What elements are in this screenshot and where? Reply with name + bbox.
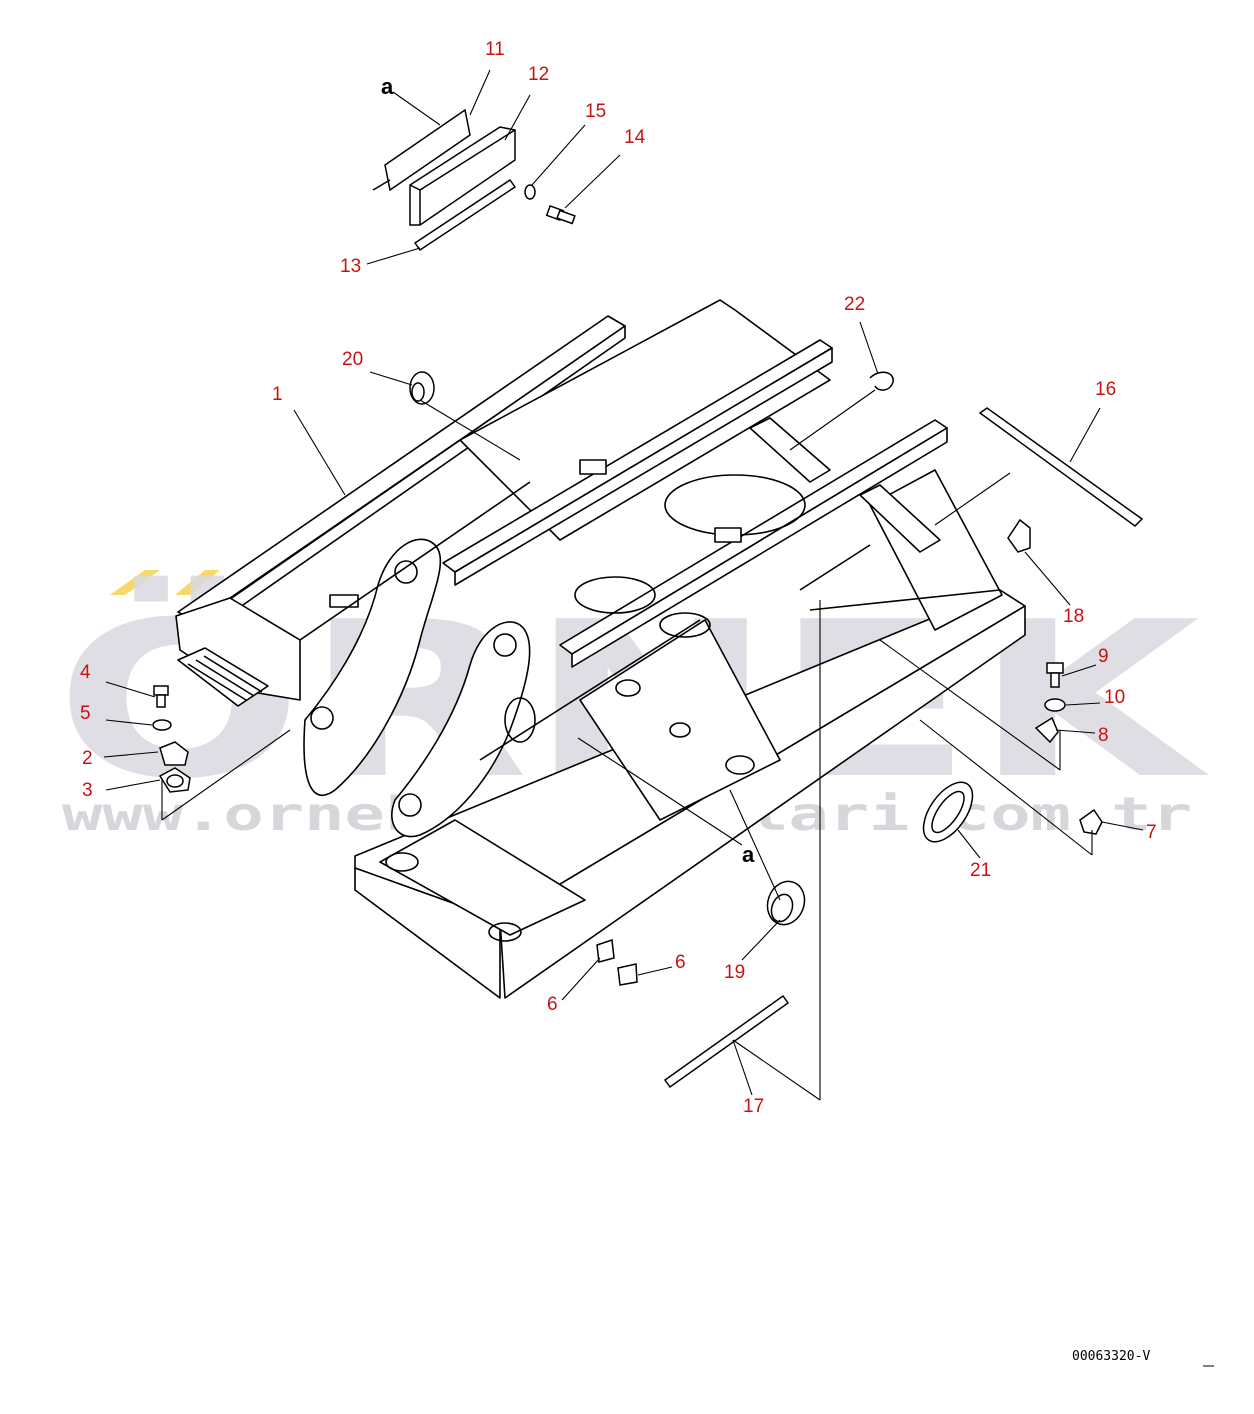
drawing-code: 00063320-V	[1072, 1349, 1150, 1364]
callout-1: 1	[272, 384, 283, 405]
part-6-stop	[596, 938, 615, 963]
callout-18: 18	[1063, 606, 1084, 627]
callout-12: 12	[528, 64, 549, 85]
part-13-strip	[413, 178, 517, 252]
callout-9: 9	[1098, 646, 1109, 667]
boom-mount-plate-right	[391, 621, 531, 838]
watermark-accent-mark	[110, 570, 160, 595]
main-frame	[175, 299, 1026, 999]
callout-2: 2	[82, 748, 93, 769]
part-15-washer	[524, 184, 536, 200]
center-deck	[459, 299, 831, 541]
callouts: 1 2 3 4 5 6 6 7 8 9 10 11 12 13 14 15 16…	[80, 39, 1157, 1117]
part-12-block	[409, 126, 516, 226]
frame-opening	[664, 474, 806, 536]
boom-pin-hole	[398, 793, 422, 817]
callout-20: 20	[342, 349, 363, 370]
callout-21: 21	[970, 860, 991, 881]
part-6-stop	[617, 963, 638, 986]
frame-opening	[574, 576, 656, 614]
front-member-side	[499, 605, 1026, 999]
part-18-cap	[1007, 518, 1031, 553]
part-7-cap	[1079, 808, 1103, 835]
boom-pin-hole	[310, 706, 334, 730]
part-5-washer	[152, 719, 172, 731]
callout-6-left: 6	[547, 994, 558, 1015]
callout-8: 8	[1098, 725, 1109, 746]
callout-17: 17	[743, 1096, 764, 1117]
callout-16: 16	[1095, 379, 1116, 400]
frame-opening	[504, 697, 536, 743]
callout-4: 4	[80, 662, 91, 683]
leader-lines	[103, 69, 1144, 1101]
part-4-bolt	[153, 685, 169, 708]
callout-14: 14	[624, 127, 646, 148]
callout-10: 10	[1104, 687, 1125, 708]
frame-opening	[659, 612, 711, 638]
callout-19: 19	[724, 962, 745, 983]
callout-13: 13	[340, 256, 361, 277]
part-10-washer	[1044, 698, 1066, 712]
callout-5: 5	[80, 703, 91, 724]
callout-11: 11	[485, 39, 505, 60]
part-2-cover	[159, 741, 189, 766]
part-16-rod	[978, 407, 1144, 527]
part-22-clip	[869, 371, 894, 391]
watermark-accent-mark	[175, 570, 220, 595]
callout-7: 7	[1146, 822, 1157, 843]
part-9-bolt	[1046, 662, 1064, 688]
callout-3: 3	[82, 780, 93, 801]
callout-22: 22	[844, 294, 865, 315]
part-17-rod	[663, 994, 790, 1089]
callout-6-right: 6	[675, 952, 686, 973]
boom-mount-plate-left	[303, 538, 442, 796]
callout-15: 15	[585, 101, 606, 122]
ref-mark-a-top: a	[381, 74, 394, 99]
center-deck-lower	[579, 619, 781, 821]
part-8-cap	[1034, 716, 1059, 744]
boom-pin-hole	[394, 560, 418, 584]
boom-pin-hole	[493, 633, 517, 657]
part-14-bolt	[545, 204, 576, 225]
ref-mark-a-bottom: a	[742, 842, 755, 867]
